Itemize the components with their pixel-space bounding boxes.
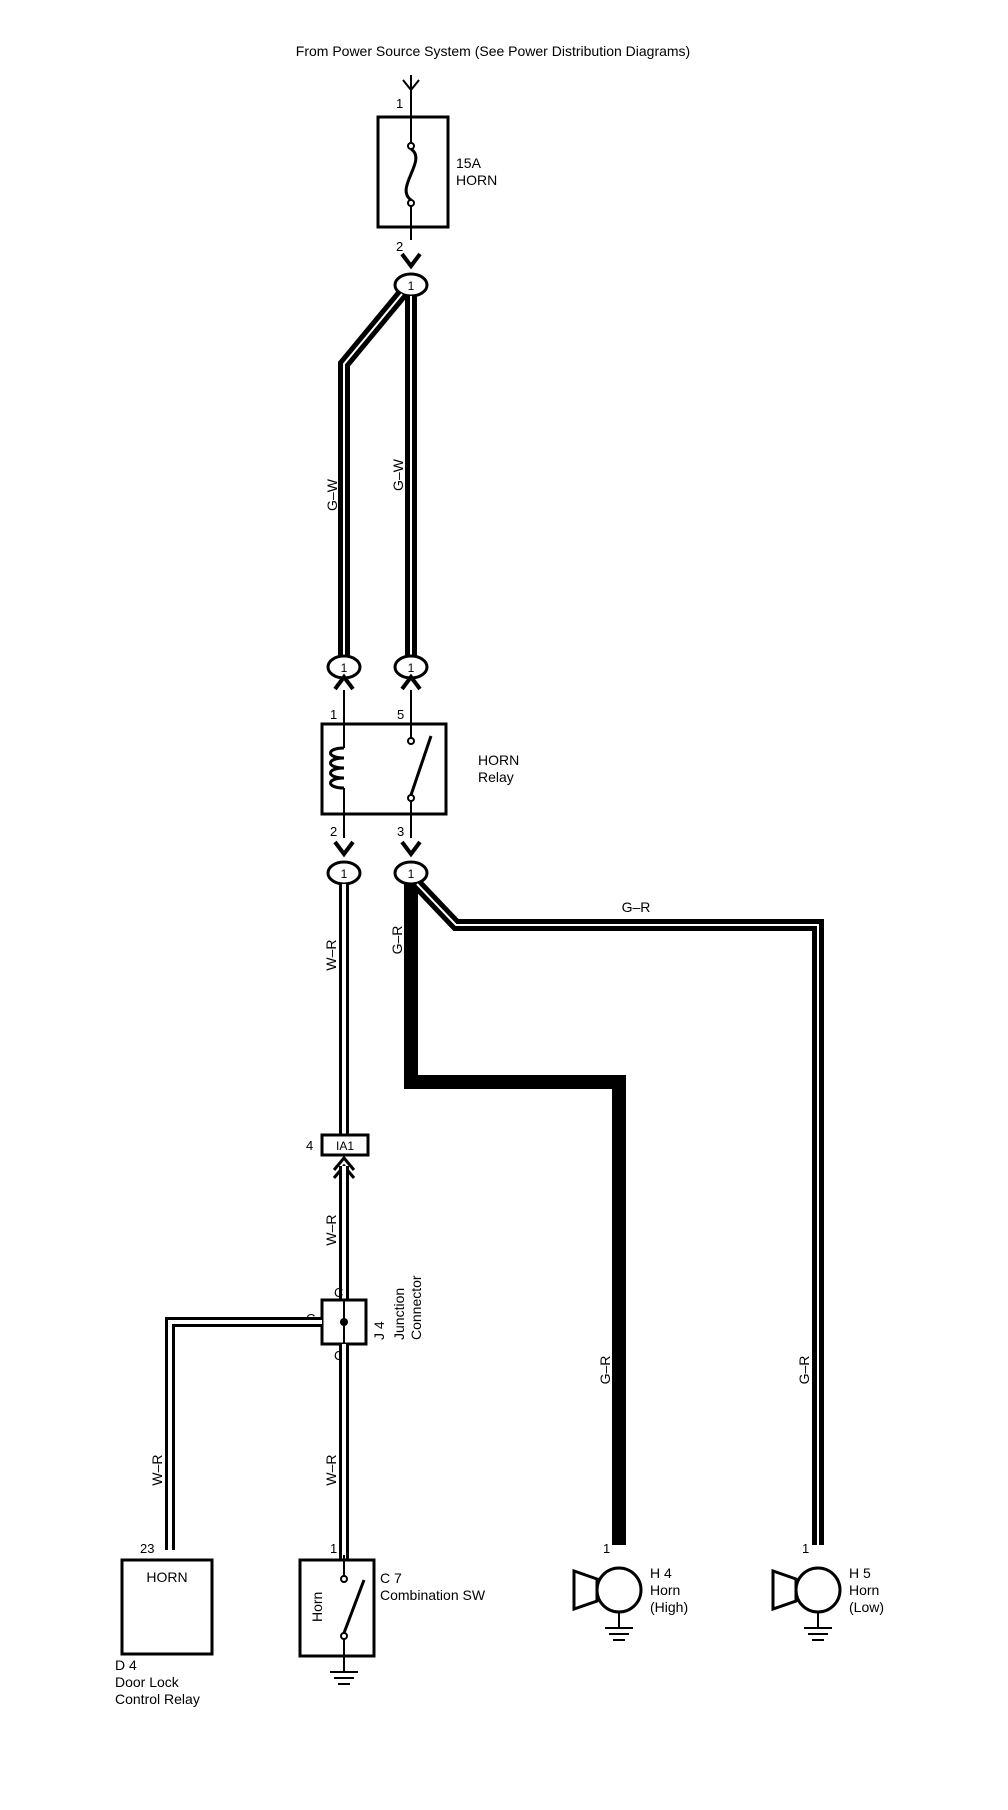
wire-gw-left <box>338 290 407 658</box>
h4-line2: (High) <box>650 1599 688 1615</box>
wire-label-gr-low: G–R <box>796 1356 812 1385</box>
wire-label-wr-upper: W–R <box>323 939 339 970</box>
wire-label-gr-left: G–R <box>389 926 405 955</box>
fuse-15a-horn <box>376 108 450 240</box>
h5-pin: 1 <box>802 1541 809 1556</box>
j4-pin-top: C <box>334 1285 343 1300</box>
j4-line2: Connector <box>408 1275 424 1340</box>
junction-ia1 <box>320 1133 370 1157</box>
power-source-label: From Power Source System (See Power Dist… <box>296 43 690 59</box>
wire-label-gw-left: G–W <box>324 478 340 511</box>
wire-label-wr-c7: W–R <box>323 1454 339 1485</box>
junction-j4 <box>320 1298 368 1346</box>
junction-ia1-id: IA1 <box>336 1139 354 1153</box>
junction-ia1-pin: 4 <box>306 1138 313 1153</box>
j4-id: J 4 <box>371 1321 387 1340</box>
h5-line1: Horn <box>849 1582 879 1598</box>
relay-pin-coil-in: 1 <box>330 707 337 722</box>
wire-gr-horn-high <box>404 884 626 1545</box>
connector-top-label: 1 <box>408 279 415 293</box>
wire-label-wr-mid: W–R <box>323 1214 339 1245</box>
relay-type: Relay <box>478 769 514 785</box>
j4-pin-bottom: C <box>334 1348 343 1363</box>
h4-pin: 1 <box>603 1541 610 1556</box>
fuse-pin-out: 2 <box>396 239 403 254</box>
ground-icon-c7 <box>330 1671 358 1685</box>
wire-wr-j4-to-d4 <box>165 1317 322 1550</box>
c7-contact: Horn <box>309 1592 325 1622</box>
wire-label-gr-top: G–R <box>622 899 651 915</box>
relay-pin-sw-in: 5 <box>397 707 404 722</box>
wire-label-gr-high: G–R <box>597 1356 613 1385</box>
h4-line1: Horn <box>650 1582 680 1598</box>
horn-low-icon <box>771 1566 842 1641</box>
fuse-pin-in: 1 <box>396 96 403 111</box>
fuse-rating: 15A <box>456 155 482 171</box>
d4-terminal: HORN <box>146 1569 187 1585</box>
wire-label-gw-right: G–W <box>390 458 406 491</box>
j4-line1: Junction <box>391 1288 407 1340</box>
h5-id: H 5 <box>849 1565 871 1581</box>
d4-line2: Control Relay <box>115 1691 200 1707</box>
d4-id: D 4 <box>115 1657 137 1673</box>
wire-label-wr-d4: W–R <box>149 1454 165 1485</box>
connector-relay-in-left-label: 1 <box>341 661 348 675</box>
connector-relay-out-left-label: 1 <box>341 867 348 881</box>
relay-pin-coil-out: 2 <box>330 824 337 839</box>
c7-pin: 1 <box>330 1541 337 1556</box>
c7-id: C 7 <box>380 1570 402 1586</box>
combination-switch <box>298 1555 376 1672</box>
fuse-name: HORN <box>456 172 497 188</box>
relay-name: HORN <box>478 752 519 768</box>
c7-name: Combination SW <box>380 1587 486 1603</box>
connector-relay-out-right-label: 1 <box>408 867 415 881</box>
wire-gr-horn-low <box>412 879 824 1545</box>
connector-relay-in-right-label: 1 <box>408 661 415 675</box>
relay-pin-sw-out: 3 <box>397 824 404 839</box>
d4-line1: Door Lock <box>115 1674 180 1690</box>
horn-high-icon <box>572 1566 643 1641</box>
h5-line2: (Low) <box>849 1599 884 1615</box>
door-lock-control-relay <box>120 1558 214 1656</box>
horn-relay <box>320 690 448 838</box>
d4-pin: 23 <box>140 1541 154 1556</box>
fuse-out-arrow <box>400 252 422 270</box>
h4-id: H 4 <box>650 1565 672 1581</box>
